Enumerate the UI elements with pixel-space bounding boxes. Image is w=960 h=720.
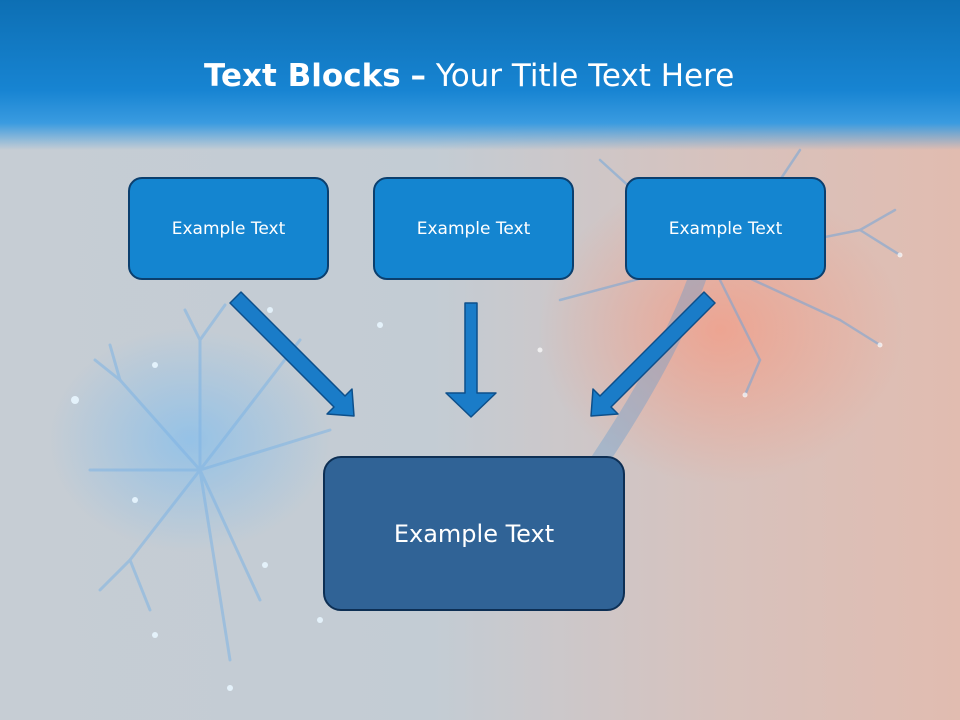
arrow-left-diagonal xyxy=(229,291,355,417)
slide-title: Text Blocks – Your Title Text Here xyxy=(204,52,734,100)
arrow-right-diagonal xyxy=(590,291,716,417)
title-dash: – xyxy=(410,58,427,94)
arrow-center-down xyxy=(445,302,497,418)
title-bold-part: Text Blocks xyxy=(204,58,401,94)
title-subtitle-part: Your Title Text Here xyxy=(435,58,735,94)
text-block-center[interactable]: Example Text xyxy=(373,177,574,280)
text-block-right[interactable]: Example Text xyxy=(625,177,826,280)
text-block-left[interactable]: Example Text xyxy=(128,177,329,280)
slide-header xyxy=(0,0,960,150)
text-block-main[interactable]: Example Text xyxy=(323,456,625,611)
